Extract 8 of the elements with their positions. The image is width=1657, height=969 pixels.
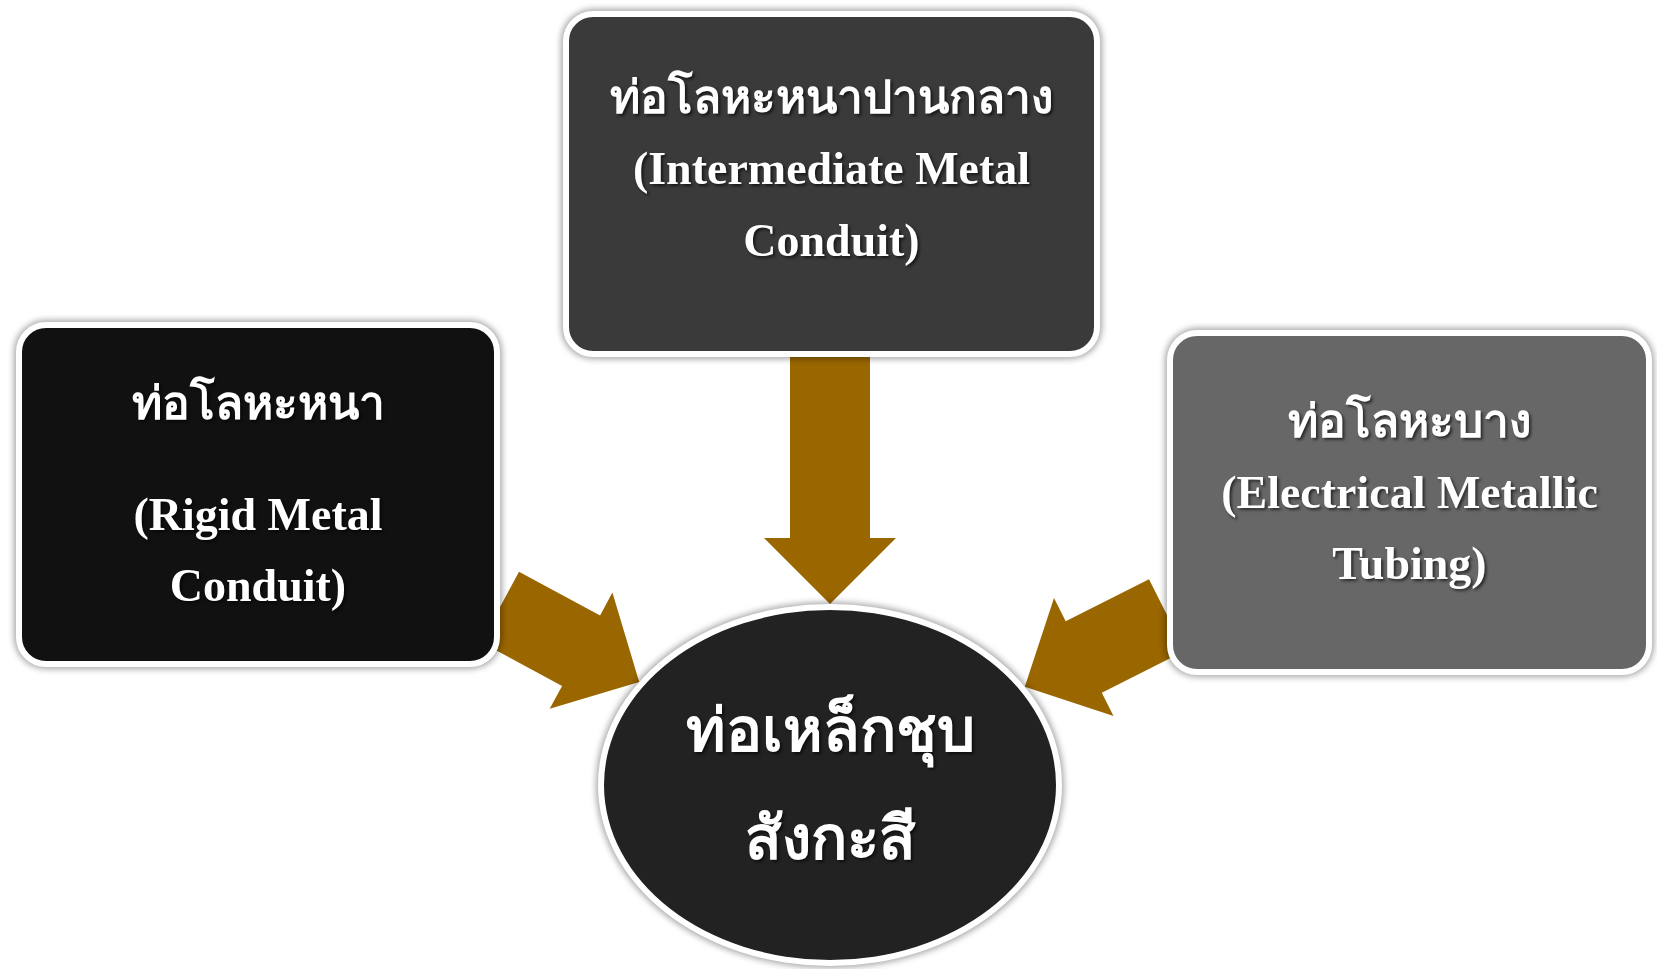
box-subtitle: (Rigid Metal Conduit) bbox=[132, 487, 384, 614]
box-subtitle: (Electrical Metallic Tubing) bbox=[1220, 465, 1599, 592]
box-subtitle: (Intermediate Metal Conduit) bbox=[631, 142, 1032, 268]
box-title: ท่อโลหะหนาปานกลาง bbox=[610, 69, 1053, 126]
box-title: ท่อโลหะบาง bbox=[1288, 393, 1531, 449]
block-arrow bbox=[764, 357, 896, 604]
box-title: ท่อโลหะหนา bbox=[131, 375, 385, 431]
node-label: ท่อเหล็กชุบสังกะสี bbox=[674, 677, 986, 893]
